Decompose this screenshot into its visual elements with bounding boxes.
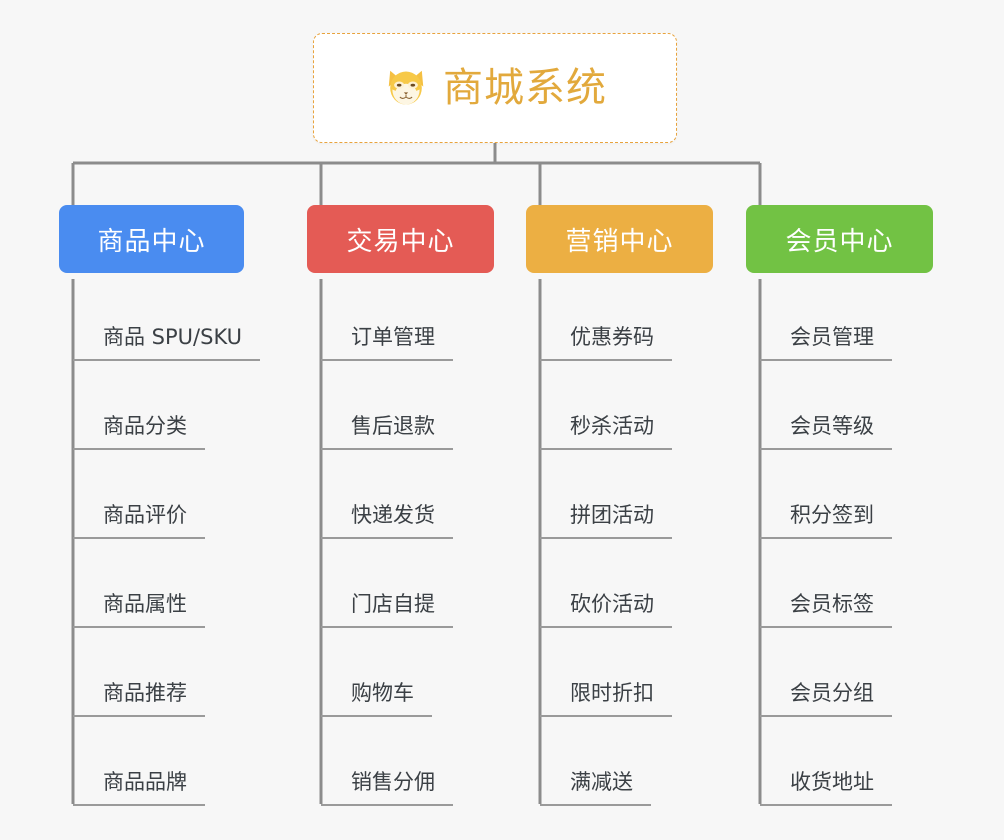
leaf-label: 优惠券码 — [570, 325, 654, 349]
leaf-node[interactable]: 商品 SPU/SKU — [73, 322, 261, 361]
category-label: 商品中心 — [97, 226, 206, 257]
category-node-3[interactable]: 营销中心 — [526, 205, 713, 273]
leaf-label: 满减送 — [570, 770, 633, 794]
category-label: 会员中心 — [785, 226, 894, 257]
leaf-label: 会员标签 — [790, 592, 874, 616]
leaf-label: 秒杀活动 — [570, 414, 654, 438]
leaf-label: 购物车 — [351, 681, 414, 705]
leaf-label: 收货地址 — [790, 770, 874, 794]
leaf-node[interactable]: 商品评价 — [73, 500, 205, 539]
leaf-label: 会员管理 — [790, 325, 874, 349]
leaf-label: 商品属性 — [103, 592, 187, 616]
root-title: 商城系统 — [443, 65, 607, 111]
category-node-4[interactable]: 会员中心 — [746, 205, 933, 273]
leaf-label: 售后退款 — [351, 414, 435, 438]
leaf-label: 订单管理 — [351, 325, 435, 349]
leaf-node[interactable]: 限时折扣 — [540, 678, 672, 717]
leaf-label: 门店自提 — [351, 592, 435, 616]
leaf-node[interactable]: 收货地址 — [760, 767, 892, 806]
leaf-node[interactable]: 会员管理 — [760, 322, 892, 361]
leaf-label: 会员等级 — [790, 414, 874, 438]
leaf-node[interactable]: 会员分组 — [760, 678, 892, 717]
leaf-node[interactable]: 砍价活动 — [540, 589, 672, 628]
leaf-label: 商品推荐 — [103, 681, 187, 705]
leaf-label: 商品评价 — [103, 503, 187, 527]
leaf-label: 拼团活动 — [570, 503, 654, 527]
leaf-node[interactable]: 会员标签 — [760, 589, 892, 628]
leaf-label: 销售分佣 — [351, 770, 435, 794]
leaf-label: 会员分组 — [790, 681, 874, 705]
leaf-node[interactable]: 商品推荐 — [73, 678, 205, 717]
leaf-label: 商品分类 — [103, 414, 187, 438]
leaf-node[interactable]: 销售分佣 — [321, 767, 453, 806]
leaf-node[interactable]: 售后退款 — [321, 411, 453, 450]
leaf-node[interactable]: 拼团活动 — [540, 500, 672, 539]
leaf-node[interactable]: 优惠券码 — [540, 322, 672, 361]
leaf-node[interactable]: 门店自提 — [321, 589, 453, 628]
category-label: 营销中心 — [565, 226, 674, 257]
category-label: 交易中心 — [346, 226, 455, 257]
leaf-node[interactable]: 积分签到 — [760, 500, 892, 539]
leaf-node[interactable]: 商品分类 — [73, 411, 205, 450]
root-node[interactable]: 商城系统 — [313, 33, 677, 143]
category-node-1[interactable]: 商品中心 — [59, 205, 244, 273]
leaf-node[interactable]: 会员等级 — [760, 411, 892, 450]
leaf-label: 商品品牌 — [103, 770, 187, 794]
dog-face-icon — [388, 70, 424, 105]
leaf-node[interactable]: 商品品牌 — [73, 767, 205, 806]
leaf-label: 积分签到 — [790, 503, 874, 527]
leaf-label: 限时折扣 — [570, 681, 654, 705]
leaf-node[interactable]: 满减送 — [540, 767, 651, 806]
leaf-node[interactable]: 商品属性 — [73, 589, 205, 628]
leaf-label: 商品 SPU/SKU — [103, 325, 243, 349]
leaf-node[interactable]: 快递发货 — [321, 500, 453, 539]
category-node-2[interactable]: 交易中心 — [307, 205, 494, 273]
leaf-node[interactable]: 秒杀活动 — [540, 411, 672, 450]
leaf-label: 砍价活动 — [570, 592, 654, 616]
leaf-node[interactable]: 订单管理 — [321, 322, 453, 361]
leaf-label: 快递发货 — [351, 503, 435, 527]
leaf-node[interactable]: 购物车 — [321, 678, 432, 717]
